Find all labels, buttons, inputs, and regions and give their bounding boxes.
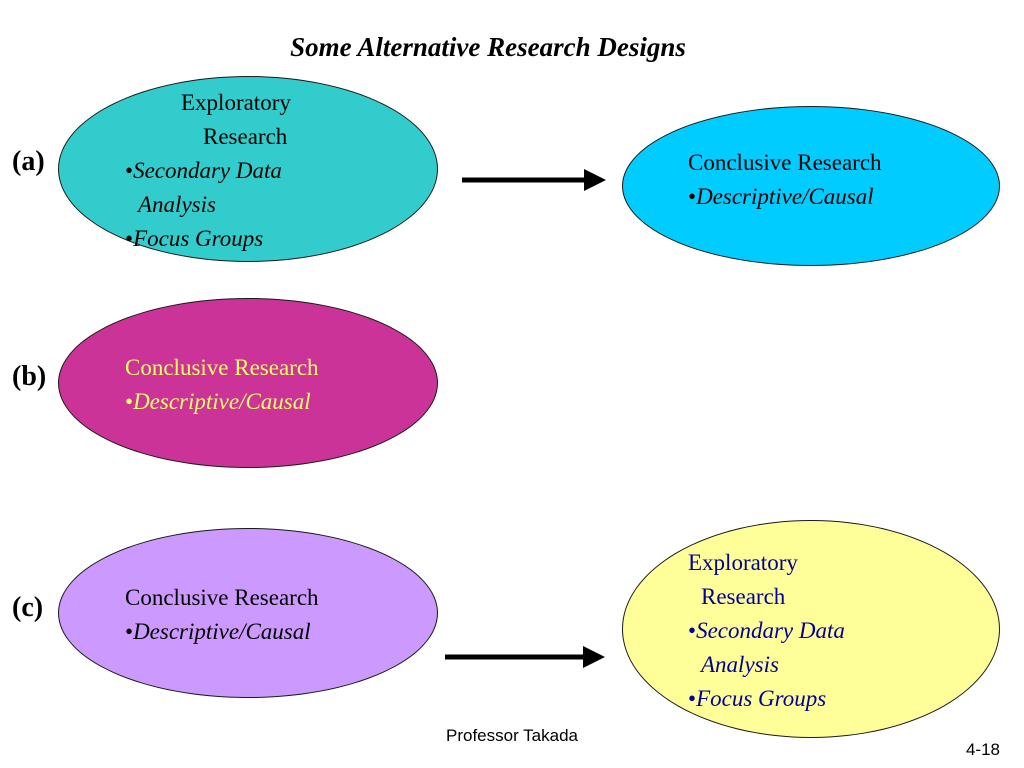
heading-line2: Research xyxy=(203,124,288,149)
page-number: 4-18 xyxy=(965,740,1000,759)
bullet: • xyxy=(688,618,697,643)
ellipse-a-exploratory xyxy=(58,76,438,262)
heading-line2: Research xyxy=(701,584,786,609)
ellipse-c-exploratory xyxy=(622,520,1000,738)
ellipse-c-exploratory-text: Exploratory Research •Secondary Data Ana… xyxy=(688,546,845,716)
list-item: Descriptive/Causal xyxy=(696,184,874,209)
heading-line1: Exploratory xyxy=(688,550,798,575)
slide-title: Some Alternative Research Designs xyxy=(290,32,686,62)
bullet: • xyxy=(125,619,134,644)
bullet: • xyxy=(125,389,134,414)
bullet: • xyxy=(688,686,697,711)
bullet: • xyxy=(125,158,134,183)
heading: Conclusive Research xyxy=(125,355,319,380)
ellipse-b-conclusive xyxy=(58,298,438,468)
ellipse-c-conclusive xyxy=(58,528,438,698)
bullet: • xyxy=(688,184,697,209)
row-label-a: (a) xyxy=(12,146,45,177)
row-label-b: (b) xyxy=(12,361,47,392)
list-item: Focus Groups xyxy=(133,226,264,251)
list-item: Descriptive/Causal xyxy=(133,619,311,644)
footer-author: Professor Takada xyxy=(446,726,578,745)
ellipse-a-conclusive-text: Conclusive Research •Descriptive/Causal xyxy=(688,146,882,214)
list-item: Secondary Data xyxy=(133,158,282,183)
list-item: Analysis xyxy=(138,192,216,217)
bullet: • xyxy=(125,226,134,251)
ellipse-b-conclusive-text: Conclusive Research •Descriptive/Causal xyxy=(125,351,319,419)
list-item: Analysis xyxy=(701,652,779,677)
heading: Conclusive Research xyxy=(688,150,882,175)
ellipse-a-exploratory-text: Exploratory Research •Secondary Data Ana… xyxy=(125,86,291,256)
arrow-a xyxy=(462,169,606,191)
list-item: Secondary Data xyxy=(696,618,845,643)
list-item: Focus Groups xyxy=(696,686,827,711)
heading-line1: Exploratory xyxy=(181,90,291,115)
arrow-c xyxy=(445,646,605,668)
heading: Conclusive Research xyxy=(125,585,319,610)
ellipse-c-conclusive-text: Conclusive Research •Descriptive/Causal xyxy=(125,581,319,649)
row-label-c: (c) xyxy=(12,592,44,623)
list-item: Descriptive/Causal xyxy=(133,389,311,414)
ellipse-a-conclusive xyxy=(622,106,1000,266)
